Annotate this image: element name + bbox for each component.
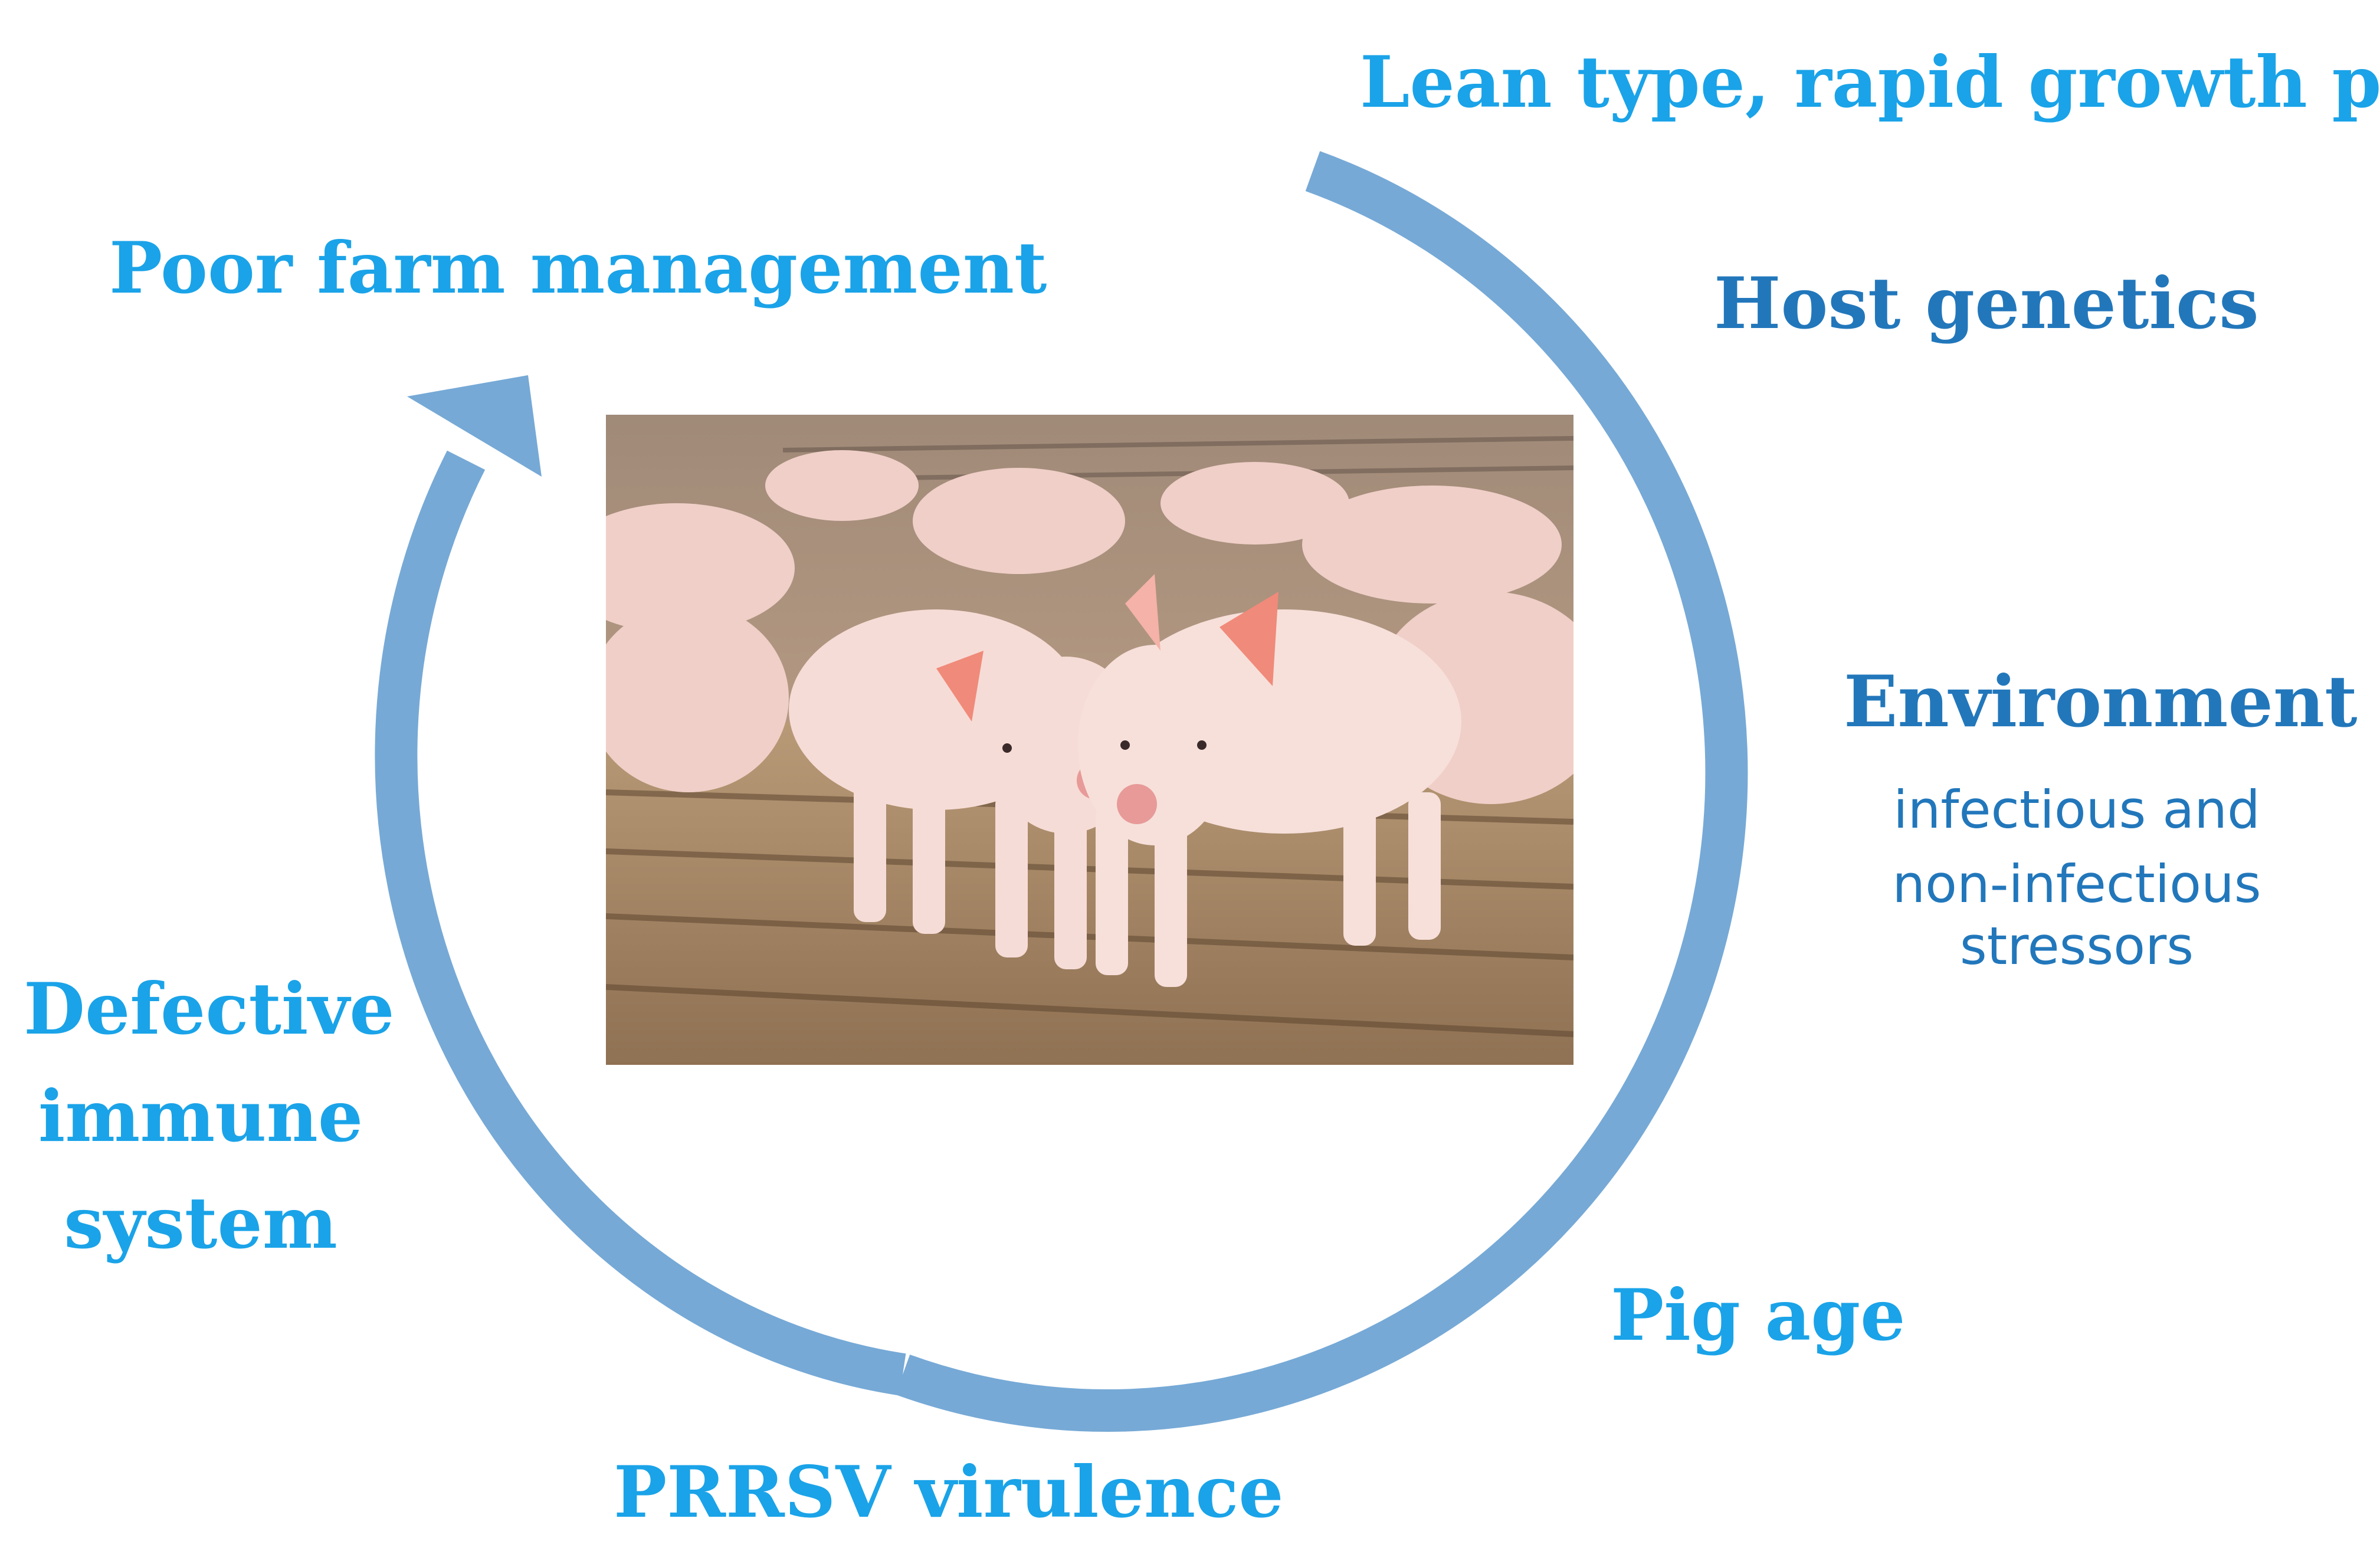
label-defective-immune-system: Defective immune system <box>24 968 395 1265</box>
defective-line-1: Defective <box>24 968 395 1051</box>
defective-line-2: immune <box>38 1074 363 1158</box>
defective-line-3: system <box>64 1182 337 1265</box>
label-lean-type: Lean type, rapid growth pigs <box>1360 41 2380 124</box>
env-detail-line-1: infectious and <box>1893 779 2260 840</box>
label-poor-farm-management: Poor farm management <box>109 227 1047 310</box>
env-detail-line-2: non-infectious <box>1892 853 2261 914</box>
piglets-photo <box>606 415 1573 1065</box>
cycle-arrowhead <box>407 375 542 477</box>
label-environment: Environment <box>1844 660 2358 743</box>
cycle-arrow-right-arc <box>895 151 1748 1432</box>
label-pig-age: Pig age <box>1611 1274 1906 1357</box>
label-environment-detail: infectious and non-infectious stressors <box>1841 779 2313 978</box>
env-detail-line-3: stressors <box>1959 916 2194 977</box>
label-prrsv-virulence: PRRSV virulence <box>614 1451 1284 1534</box>
label-host-genetics: Host genetics <box>1714 262 2259 345</box>
cycle-arrow-left-arc <box>375 450 906 1396</box>
